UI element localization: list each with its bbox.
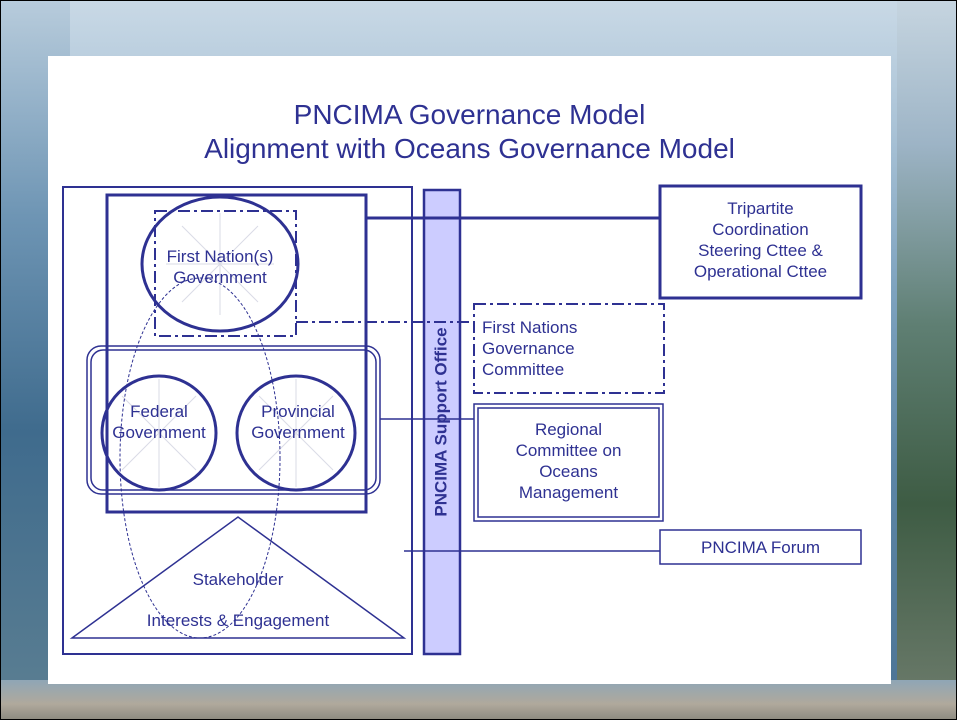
title-line-1: PNCIMA Governance Model	[293, 99, 646, 130]
federal-label-line-2: Government	[112, 423, 206, 442]
tripartite-label: Tripartite Coordination Steering Cttee &…	[660, 198, 861, 282]
first-nations-label: First Nation(s) Government	[152, 246, 288, 288]
provincial-ellipse	[235, 374, 357, 492]
linking-dashed-ellipse	[119, 277, 281, 639]
stakeholder-label-line-1: Stakeholder	[192, 570, 284, 589]
fng-line-3: Committee	[482, 360, 565, 379]
tripartite-line-3: Steering Cttee &	[698, 241, 823, 260]
regional-line-3: Oceans	[539, 462, 598, 481]
stakeholder-label-line-2: Interests & Engagement	[146, 611, 330, 630]
support-office-column	[422, 188, 462, 656]
federal-label-line-1: Federal	[130, 402, 188, 421]
regional-line-2: Committee on	[515, 441, 622, 460]
tripartite-line-4: Operational Cttee	[693, 262, 828, 281]
support-office-label: PNCIMA Support Office	[424, 190, 460, 654]
background-photo-right	[897, 0, 957, 720]
tripartite-line-2: Coordination	[712, 220, 809, 239]
provincial-label: Provincial Government	[238, 401, 358, 443]
first-nations-frame	[154, 210, 297, 337]
background-photo-bottom	[0, 680, 957, 720]
regional-line-1: Regional	[534, 420, 603, 439]
slide-panel	[48, 56, 891, 684]
support-office-text: PNCIMA Support Office	[432, 327, 452, 517]
federal-provincial-box-outer	[86, 345, 381, 495]
forum-label: PNCIMA Forum	[700, 538, 821, 557]
fng-line-1: First Nations	[482, 318, 578, 337]
slide-title: PNCIMA Governance Model Alignment with O…	[48, 98, 891, 166]
federal-provincial-box-inner	[90, 349, 377, 491]
regional-line-4: Management	[518, 483, 619, 502]
tripartite-box	[658, 184, 863, 300]
fng-line-2: Governance	[482, 339, 575, 358]
provincial-label-line-1: Provincial	[261, 402, 335, 421]
regional-committee-box-outer	[473, 403, 664, 522]
federal-label: Federal Government	[102, 401, 216, 443]
ellipse-radial-lines	[121, 213, 334, 487]
regional-committee-label: Regional Committee on Oceans Management	[478, 419, 659, 503]
first-nations-label-line-1: First Nation(s)	[166, 247, 274, 266]
federal-ellipse	[100, 374, 218, 492]
first-nations-governance-label: First Nations Governance Committee	[482, 317, 612, 380]
first-nations-label-line-2: Government	[173, 268, 267, 287]
tripartite-line-1: Tripartite	[727, 199, 794, 218]
forum-box	[659, 529, 862, 565]
provincial-label-line-2: Government	[251, 423, 345, 442]
stakeholder-triangle	[69, 516, 407, 639]
title-line-2: Alignment with Oceans Governance Model	[204, 133, 735, 164]
first-nations-governance-box	[473, 303, 665, 394]
regional-committee-box-inner	[477, 407, 660, 518]
first-nations-ellipse	[140, 195, 300, 333]
government-box	[105, 193, 368, 514]
outer-container	[62, 186, 413, 655]
